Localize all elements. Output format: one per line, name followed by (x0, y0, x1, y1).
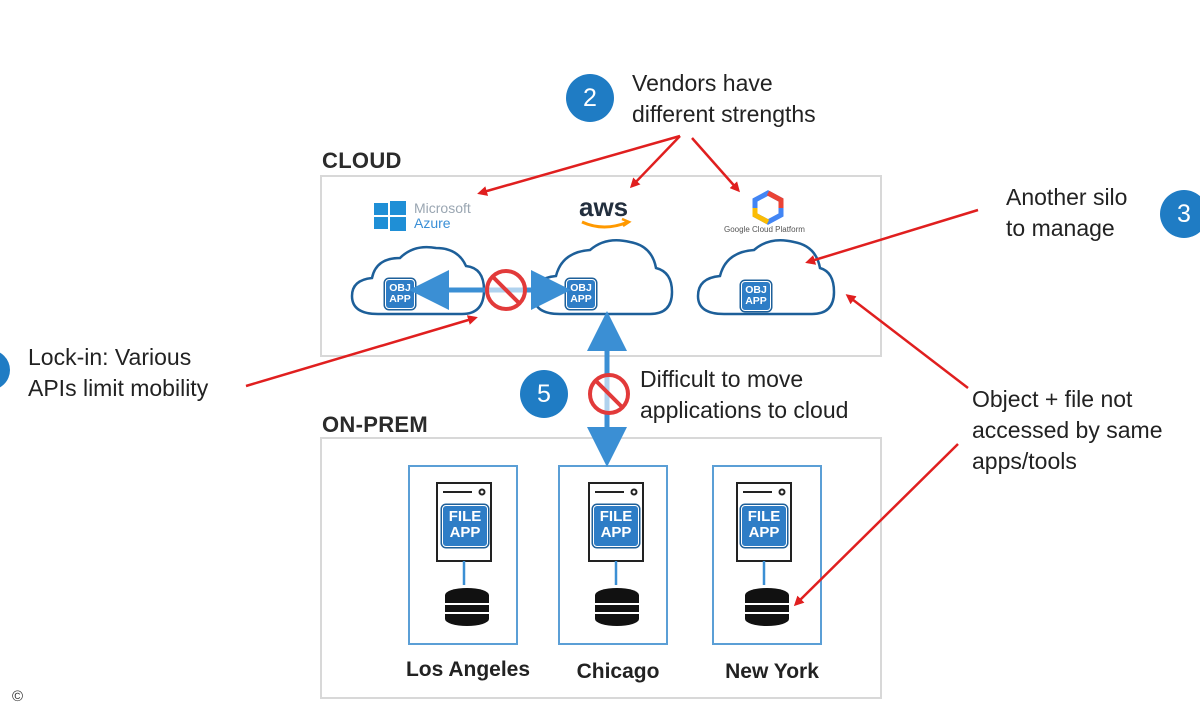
callout-3-badge: 3 (1160, 190, 1200, 238)
callout-1-line1: Lock-in: Various (28, 344, 192, 370)
aws-smile-icon (581, 217, 632, 229)
file-label: FILE (448, 508, 482, 525)
callout-5-text: Difficult to move applications to cloud (640, 364, 848, 426)
azure-brand-line1: Microsoft (414, 200, 471, 216)
arrow-to-azure (477, 134, 681, 196)
azure-brand-line2: Azure (414, 215, 451, 231)
callout-4-line2: accessed by same (972, 417, 1163, 443)
callout-3-line2: to manage (1006, 215, 1115, 241)
aws-wordmark: aws (579, 192, 629, 222)
database-new-york-icon (745, 588, 789, 626)
chicago-file-app-badge: FILE APP (593, 505, 639, 547)
cloud-title: CLOUD (322, 148, 402, 173)
app-label: APP (600, 523, 632, 541)
callout-4-line1: Object + file not (972, 386, 1133, 412)
los-angeles-file-app-badge: FILE APP (442, 505, 488, 547)
aws-obj-app-badge: OBJ APP (566, 279, 596, 309)
onprem-title: ON-PREM (322, 412, 428, 437)
database-chicago-icon (595, 588, 639, 626)
prohibit-icon-lockin (485, 269, 527, 311)
gcp-logo: Google Cloud Platform (720, 190, 816, 238)
callout-1-line2: APIs limit mobility (28, 375, 209, 401)
arrow-to-gcp-cloud-lower (845, 294, 969, 389)
gcp-hexagon-icon (752, 190, 784, 225)
prohibit-icon-migration (588, 373, 630, 415)
app-label: APP (748, 523, 780, 541)
app-label: APP (449, 523, 481, 541)
app-label: APP (745, 295, 767, 308)
cloud-gcp-icon (696, 239, 836, 316)
callout-5-badge: 5 (520, 370, 568, 418)
callout-2-line1: Vendors have (632, 70, 773, 96)
obj-label: OBJ (389, 282, 411, 294)
arrow-to-gcp-cloud (805, 208, 979, 265)
gcp-wordmark: Google Cloud Platform (724, 225, 805, 234)
file-label: FILE (599, 508, 633, 525)
callout-5-line2: applications to cloud (640, 397, 849, 423)
new-york-file-app-badge: FILE APP (741, 505, 787, 547)
callout-4-text: Object + file not accessed by same apps/… (972, 384, 1162, 477)
callout-3-text: Another silo to manage (1006, 182, 1127, 244)
arrow-to-lockin (245, 315, 478, 388)
city-label-chicago: Chicago (576, 660, 660, 683)
callout-5-line1: Difficult to move (640, 366, 804, 392)
callout-3-line1: Another silo (1006, 184, 1128, 210)
file-label: FILE (747, 508, 781, 525)
arrow-to-aws (629, 135, 681, 189)
callout-2-line2: different strengths (632, 101, 816, 127)
callout-4-line3: apps/tools (972, 448, 1077, 474)
app-label: APP (389, 293, 411, 306)
obj-label: OBJ (570, 282, 592, 294)
callout-2-text: Vendors have different strengths (632, 68, 816, 130)
callout-1-text: Lock-in: Various APIs limit mobility (28, 342, 208, 404)
arrow-to-gcp (691, 137, 740, 193)
database-los-angeles-icon (445, 588, 489, 626)
callout-2-badge: 2 (566, 74, 614, 122)
azure-logo: Microsoft Azure (374, 198, 484, 234)
aws-logo: aws (576, 192, 636, 234)
windows-icon (374, 201, 406, 231)
gcp-obj-app-badge: OBJ APP (741, 281, 771, 311)
copyright-mark: © (12, 688, 24, 705)
arrow-to-ny-database (793, 443, 959, 607)
obj-label: OBJ (745, 284, 767, 296)
city-label-new-york: New York (725, 660, 819, 683)
callout-1-badge-partial (0, 350, 10, 390)
city-label-los-angeles: Los Angeles (405, 658, 531, 681)
app-label: APP (570, 293, 592, 306)
